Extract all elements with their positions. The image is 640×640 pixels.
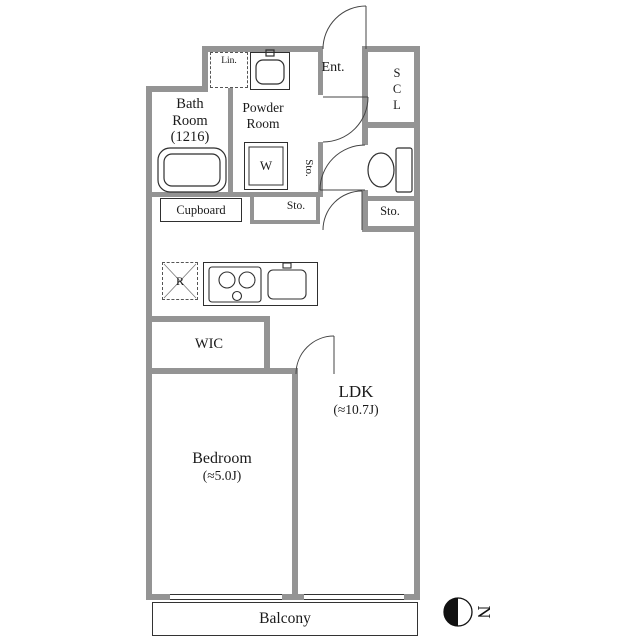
bedroom-label-line2: (≈5.0J): [202, 468, 242, 484]
toilet-icon: [367, 147, 413, 193]
window: [304, 594, 404, 600]
wall: [146, 368, 298, 374]
ldk-label-line2: (≈10.7J): [333, 401, 379, 417]
wall: [362, 46, 368, 145]
ldk-label-line1: LDK: [338, 382, 374, 401]
wall: [366, 46, 420, 52]
wall: [362, 196, 420, 201]
entrance-door-arc: [322, 5, 367, 50]
storage-right-label: Sto.: [380, 204, 400, 218]
cupboard-box: [160, 198, 242, 222]
bathtub-icon: [157, 147, 227, 193]
wall: [250, 197, 254, 224]
washer-label: W: [259, 158, 273, 173]
wall: [250, 220, 320, 224]
balcony-outline: [152, 602, 418, 636]
toilet-door-arc: [319, 144, 366, 191]
linen-label: Lin.: [221, 56, 237, 66]
ldk-label: LDK (≈10.7J): [299, 382, 413, 417]
cupboard-label: Cupboard: [176, 203, 226, 217]
wall: [146, 86, 152, 600]
refrigerator-label: R: [175, 274, 184, 288]
bedroom-label-line1: Bedroom: [192, 450, 252, 467]
storage-powder-label: Sto.: [303, 159, 315, 177]
window: [170, 594, 282, 600]
kitchen-counter-box: [203, 262, 318, 306]
scl-label: SCL: [390, 66, 404, 114]
wall: [292, 374, 298, 594]
wall: [146, 192, 322, 197]
compass-north-letter: N: [474, 606, 494, 619]
north-compass: N: [443, 597, 494, 627]
powder-room-label: Powder Room: [231, 100, 295, 131]
wall: [228, 86, 233, 197]
wall: [316, 197, 320, 224]
wall: [362, 226, 420, 232]
wall: [318, 46, 323, 95]
bathroom-label-line3: (1216): [170, 129, 210, 146]
balcony-label: Balcony: [259, 610, 311, 627]
wall: [146, 86, 208, 92]
wic-label: WIC: [194, 336, 224, 352]
bedroom-label: Bedroom (≈5.0J): [152, 450, 292, 484]
wall: [404, 594, 420, 600]
vanity-box: [250, 52, 290, 90]
powder-room-label-line2: Room: [246, 115, 280, 131]
wall: [152, 316, 270, 322]
wall: [146, 594, 170, 600]
wall: [318, 142, 323, 197]
bathroom-label: Bath Room (1216): [152, 96, 228, 146]
wall: [362, 190, 368, 232]
wall: [264, 322, 270, 374]
storage-mid-label: Sto.: [286, 200, 306, 212]
wall: [202, 46, 323, 52]
wall: [202, 46, 208, 92]
entrance-label: Ent.: [321, 60, 345, 75]
wall: [414, 46, 420, 600]
powder-room-label-line1: Powder: [242, 100, 284, 115]
compass-half-fill: [444, 598, 458, 626]
hall-door-arc: [322, 190, 363, 231]
linen-closet-box: [210, 52, 248, 88]
wall: [282, 594, 304, 600]
wall: [362, 122, 420, 128]
bathroom-label-line1: Bath: [176, 96, 204, 112]
bedroom-door-arc: [295, 335, 335, 375]
bathroom-label-line2: Room: [172, 112, 208, 129]
